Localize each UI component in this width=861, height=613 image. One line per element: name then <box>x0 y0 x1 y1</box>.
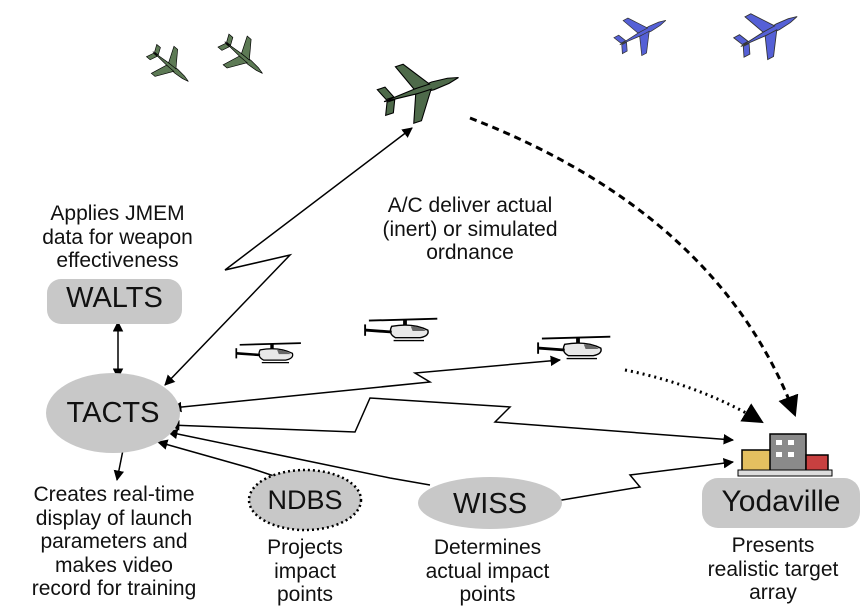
ndbs-label: NDBS <box>267 485 343 515</box>
link-aircraft-yodaville-dashed <box>469 116 799 417</box>
wiss-label: WISS <box>452 488 528 520</box>
yodaville-node <box>702 478 860 528</box>
ordnance-caption: A/C deliver actual (inert) or simulated … <box>382 194 558 265</box>
connectors <box>112 116 799 506</box>
wiss-node <box>418 477 562 529</box>
jet-icon-green-2 <box>211 25 275 89</box>
walts-label: WALTS <box>66 282 163 314</box>
tacts-caption: Creates real-time display of launch para… <box>31 483 197 601</box>
walts-node <box>47 279 182 324</box>
link-helicopter-yodaville-dotted <box>624 368 764 424</box>
yodaville-label: Yodaville <box>721 485 841 518</box>
helicopter-icon-3 <box>536 335 612 360</box>
link-tacts-helicopter <box>170 355 562 413</box>
link-tacts-yodaville <box>168 397 735 445</box>
link-wiss-yodaville <box>548 457 735 506</box>
jet-icon-blue-1 <box>608 2 676 64</box>
walts-caption: Applies JMEM data for weapon effectivene… <box>42 202 193 273</box>
link-wiss-tacts <box>166 428 431 486</box>
tacts-label: TACTS <box>66 397 160 429</box>
yodaville-caption: Presents realistic target array <box>707 534 839 605</box>
jet-icon-large <box>371 48 469 132</box>
wiss-caption: Determines actual impact points <box>425 536 550 607</box>
tacts-node <box>46 373 180 453</box>
link-tacts-aircraft <box>164 127 413 386</box>
helicopter-icon-1 <box>235 341 303 364</box>
jet-icon-green-1 <box>139 36 201 96</box>
ndbs-node <box>247 468 363 532</box>
target-buildings-icon <box>737 433 833 477</box>
helicopter-icon-2 <box>363 317 439 342</box>
jet-icon-blue-2 <box>726 0 810 70</box>
ndbs-caption: Projects impact points <box>267 536 343 607</box>
